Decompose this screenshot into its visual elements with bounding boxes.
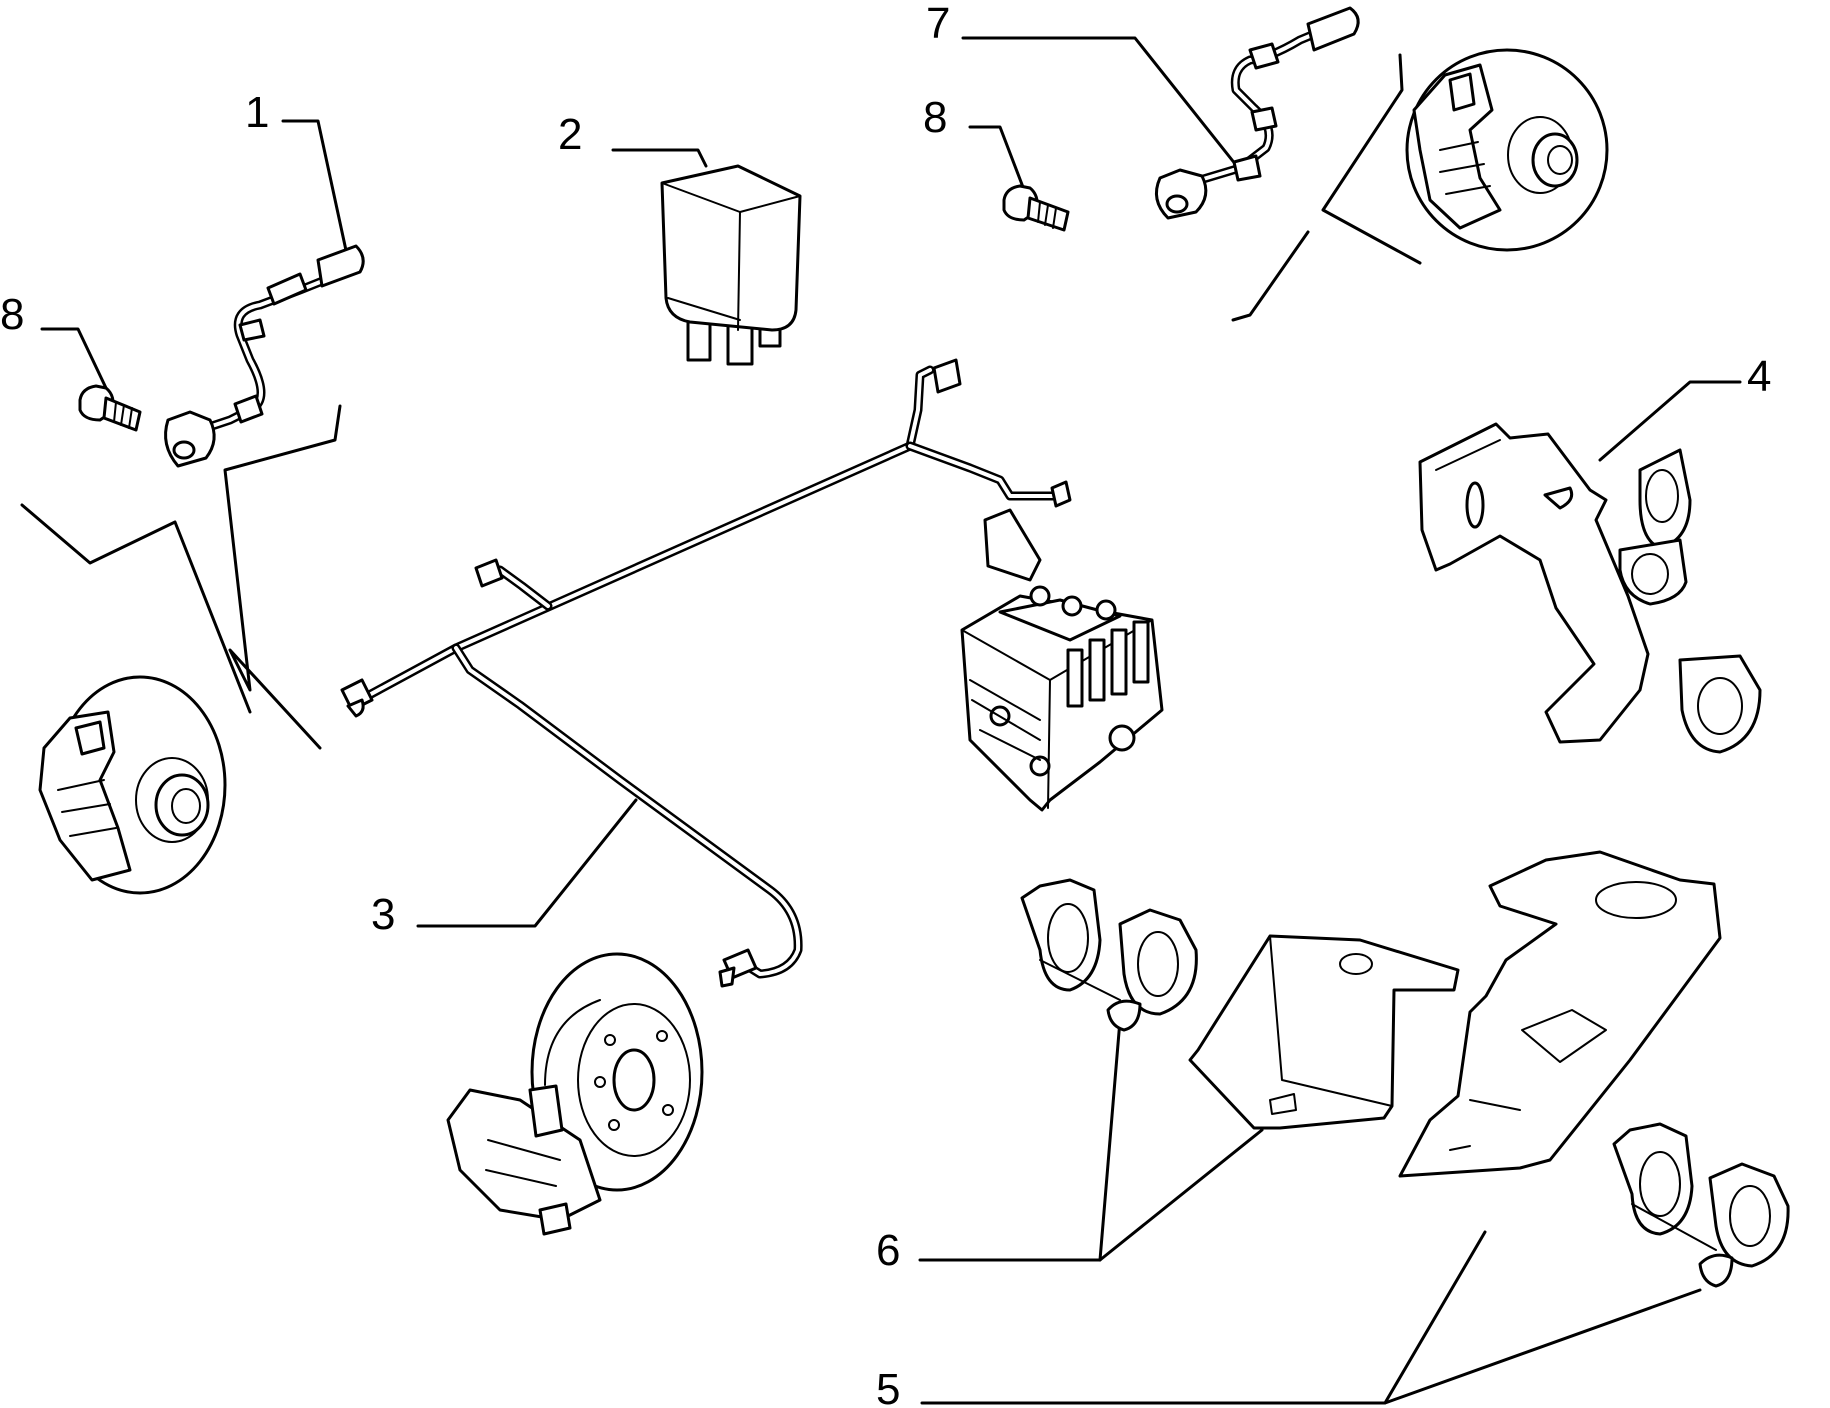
leader-5a [920, 1230, 1487, 1405]
bolt-right [1002, 184, 1070, 232]
leader-5b [1383, 1288, 1702, 1405]
right-sensor-cable [1154, 6, 1360, 220]
bracket-5 [1398, 850, 1722, 1178]
leader-6b [1098, 1128, 1264, 1262]
arrow-right-b [1231, 230, 1310, 322]
leader-7 [961, 36, 1238, 167]
label-7: 7 [926, 0, 950, 48]
clip-5 [1612, 1122, 1790, 1288]
label-8-left: 8 [0, 290, 24, 339]
brake-disc-top-right [1405, 48, 1609, 252]
label-4: 4 [1747, 352, 1771, 401]
label-8-right: 8 [923, 93, 947, 142]
bolt-left [78, 384, 142, 432]
direction-arrows [20, 53, 1422, 750]
arrow-left-a [20, 503, 252, 714]
leader-2 [611, 148, 708, 168]
left-sensor-cable [164, 244, 365, 468]
label-6: 6 [876, 1226, 900, 1275]
label-3: 3 [371, 890, 395, 939]
leader-1 [281, 119, 349, 257]
brake-disc-left [38, 675, 227, 895]
leader-4 [1598, 380, 1742, 462]
clip-6 [1020, 878, 1198, 1032]
leader-3 [416, 798, 638, 928]
abs-unit [960, 585, 1164, 812]
leader-lines [40, 36, 1742, 1405]
leader-8-right [968, 125, 1028, 197]
leader-6a [918, 1018, 1122, 1262]
wiring-harness [340, 358, 1072, 988]
label-5: 5 [876, 1365, 900, 1408]
arrow-left-b [223, 404, 342, 750]
callout-labels: 1 2 3 4 5 6 7 8 8 [0, 0, 1771, 1408]
label-2: 2 [558, 110, 582, 159]
bracket-6 [1188, 934, 1460, 1130]
arrow-right-a [1321, 53, 1422, 265]
label-1: 1 [245, 88, 269, 137]
leader-8-left [40, 327, 108, 390]
brake-disc-bottom [446, 952, 704, 1236]
relay [660, 164, 802, 366]
bracket-4 [1418, 422, 1762, 754]
